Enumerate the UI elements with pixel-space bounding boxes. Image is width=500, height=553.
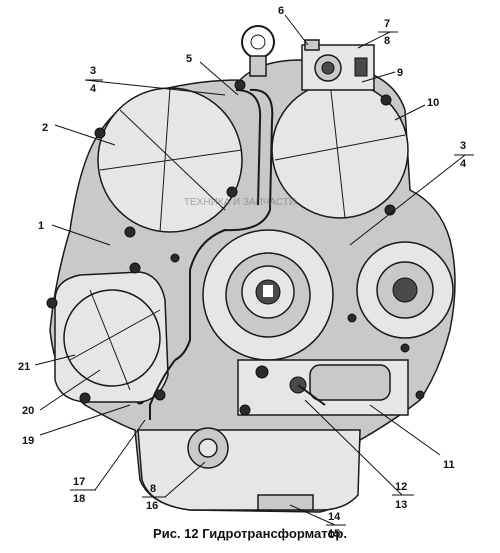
label-11: 11 (443, 459, 455, 471)
label-8a: 8 (384, 35, 390, 47)
label-18: 18 (73, 493, 85, 505)
oil-pipes (149, 88, 274, 420)
label-4a: 4 (90, 83, 97, 95)
label-15: 15 (328, 528, 340, 540)
label-5: 5 (186, 53, 192, 65)
label-14: 14 (328, 511, 341, 523)
central-shaft-assembly (202, 229, 334, 361)
right-flange (356, 241, 454, 339)
label-3a: 3 (90, 65, 96, 77)
figure-caption: Рис. 12 Гидротрансформатор. (153, 526, 347, 541)
label-7: 7 (384, 18, 390, 30)
lower-cover (137, 429, 361, 511)
label-10: 10 (427, 97, 439, 109)
label-2: 2 (42, 122, 48, 134)
label-3b: 3 (460, 140, 466, 152)
label-21: 21 (18, 361, 30, 373)
label-6: 6 (278, 5, 284, 17)
label-8b: 8 (150, 483, 156, 495)
label-19: 19 (22, 435, 34, 447)
label-4b: 4 (460, 158, 467, 170)
label-17: 17 (73, 476, 85, 488)
valve-block-top (301, 39, 375, 91)
left-lower-cover (46, 262, 169, 404)
watermark-text: ТЕХНИКА И ЗАПЧАСТИ (184, 197, 296, 208)
leader-lines (34, 14, 474, 526)
control-valve (237, 359, 409, 416)
bottom-fitting (257, 494, 314, 511)
label-12: 12 (395, 481, 407, 493)
label-9: 9 (397, 67, 403, 79)
lifting-eye (241, 25, 275, 77)
label-16: 16 (146, 500, 158, 512)
label-20: 20 (22, 405, 34, 417)
callout-labels: 3 4 2 1 5 6 7 8 9 10 3 4 11 12 13 14 15 … (18, 5, 467, 540)
label-13: 13 (395, 499, 407, 511)
label-1: 1 (38, 220, 44, 232)
drain-plug (187, 427, 229, 469)
